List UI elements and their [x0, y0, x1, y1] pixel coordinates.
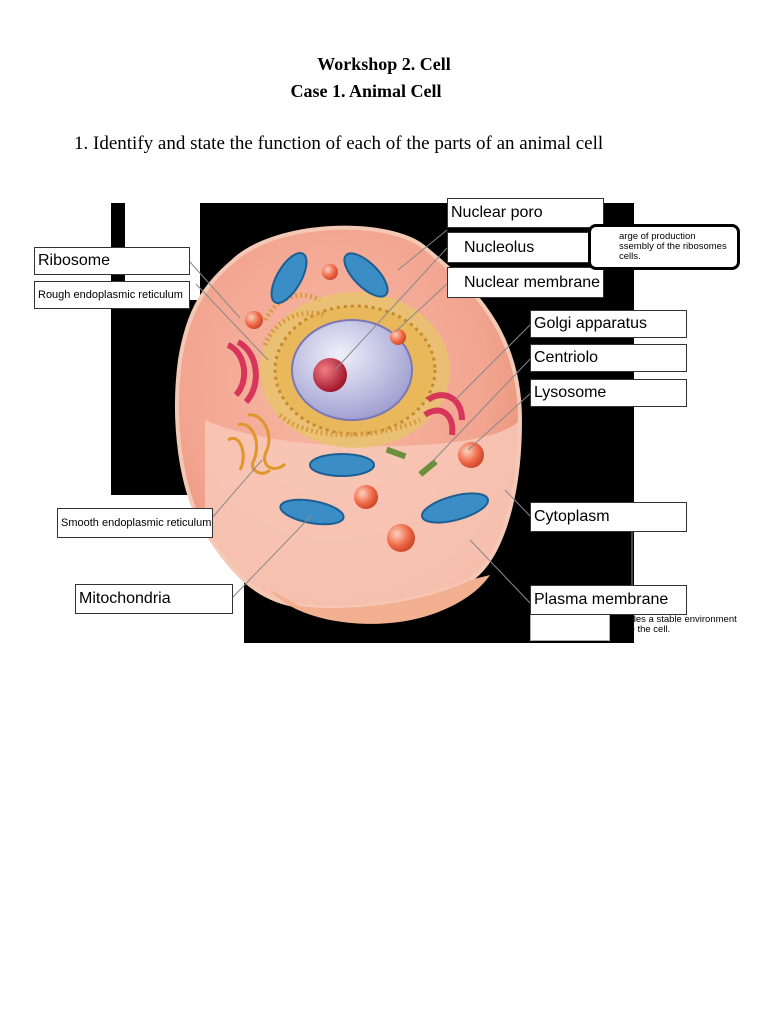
label-golgi: Golgi apparatus: [530, 310, 687, 338]
leader-lines: [189, 229, 633, 610]
nucleolus-function-line-3: cells.: [619, 251, 641, 262]
plasma-membrane-function-line-1: provides a stable environment: [610, 614, 737, 625]
nucleolus-function-callout: arge of production ssembly of the riboso…: [588, 224, 740, 270]
nucleolus-function-line-1: arge of production: [619, 231, 696, 242]
question-text: 1. Identify and state the function of ea…: [74, 133, 604, 154]
nucleus: [260, 292, 450, 448]
plasma-membrane-answer-box: [530, 615, 610, 641]
workshop-title: Workshop 2. Cell: [317, 54, 451, 74]
label-lysosome: Lysosome: [530, 379, 687, 407]
label-ribosome: Ribosome: [34, 247, 190, 275]
label-centriole: Centriolo: [530, 344, 687, 372]
smooth-er-shape: [227, 413, 287, 475]
label-nuclear-membrane: Nuclear membrane: [447, 267, 604, 298]
case-title: Case 1. Animal Cell: [290, 81, 442, 101]
plasma-membrane-function-line-2: inside the cell.: [610, 624, 671, 635]
lysosome-shapes: [245, 264, 484, 552]
centriole-shape: [385, 446, 438, 477]
plasma-membrane-function-note: provides a stable environment inside the…: [610, 615, 760, 635]
label-cytoplasm: Cytoplasm: [530, 502, 687, 532]
label-plasma-membrane: Plasma membrane: [530, 585, 687, 615]
nucleolus-function-line-2: ssembly of the ribosomes: [619, 241, 727, 252]
label-rough-er: Rough endoplasmic reticulum: [34, 281, 190, 309]
label-mitochondria: Mitochondria: [75, 584, 233, 614]
label-nucleolus: Nucleolus: [447, 232, 604, 263]
label-smooth-er: Smooth endoplasmic reticulum: [57, 508, 213, 538]
label-nuclear-pore: Nuclear poro: [447, 198, 604, 228]
golgi-shape: [226, 339, 465, 436]
mitochondria-shapes: [270, 252, 489, 526]
